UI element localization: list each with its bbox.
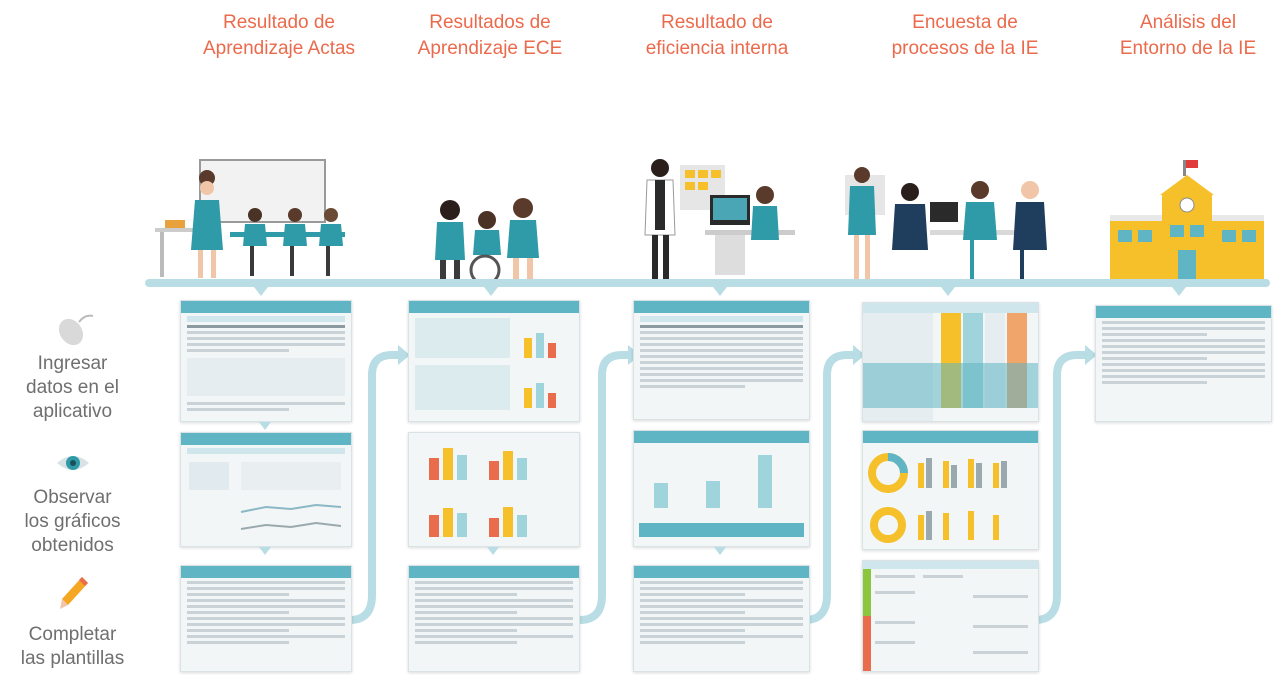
mouse-icon bbox=[58, 314, 94, 346]
school-illustration bbox=[1110, 160, 1264, 280]
encuesta-template-thumbnail bbox=[862, 560, 1039, 672]
pencil-icon bbox=[60, 577, 88, 609]
down-arrow-icon bbox=[487, 547, 499, 555]
encuesta-data-table-thumbnail bbox=[862, 302, 1039, 422]
eficiencia-chart-thumbnail bbox=[633, 430, 810, 547]
stage-title-encuesta: Encuesta de procesos de la IE bbox=[891, 12, 1039, 59]
down-arrow-icon bbox=[713, 287, 727, 296]
office-illustration bbox=[644, 159, 795, 280]
eficiencia-template-thumbnail bbox=[633, 565, 810, 672]
down-arrow-icon bbox=[941, 287, 955, 296]
down-arrow-icon bbox=[254, 287, 268, 296]
flow-connector bbox=[805, 345, 865, 624]
students-illustration bbox=[435, 198, 539, 285]
flow-connector bbox=[1035, 345, 1097, 624]
stage-title-ece: Resultados de Aprendizaje ECE bbox=[417, 12, 563, 59]
down-arrow-icon bbox=[259, 547, 271, 555]
encuesta-chart-thumbnail bbox=[862, 430, 1039, 550]
stage-title-entorno: Análisis del Entorno de la IE bbox=[1119, 12, 1257, 59]
flow-connector bbox=[580, 345, 640, 624]
down-arrow-icon bbox=[259, 422, 271, 430]
step-ingresar: Ingresar datos en el aplicativo bbox=[26, 353, 119, 422]
actas-chart-thumbnail bbox=[180, 432, 352, 547]
down-arrow-icon bbox=[714, 547, 726, 555]
step-observar: Observar los gráficos obtenidos bbox=[24, 487, 121, 556]
flow-connector bbox=[350, 345, 410, 624]
stage-title-eficiencia: Resultado de eficiencia interna bbox=[645, 12, 789, 59]
classroom-illustration bbox=[155, 159, 345, 278]
actas-data-table-thumbnail bbox=[180, 300, 352, 422]
ece-template-thumbnail bbox=[408, 565, 580, 672]
down-arrow-icon bbox=[484, 287, 498, 296]
timeline-bar bbox=[145, 279, 1270, 287]
ece-data-table-thumbnail bbox=[408, 300, 580, 422]
entorno-template-thumbnail bbox=[1095, 305, 1272, 422]
eye-icon bbox=[57, 456, 89, 470]
meeting-illustration bbox=[845, 167, 1047, 280]
ece-chart-thumbnail bbox=[408, 432, 580, 547]
actas-template-thumbnail bbox=[180, 565, 352, 672]
eficiencia-data-table-thumbnail bbox=[633, 300, 810, 420]
step-completar: Completar las plantillas bbox=[20, 624, 125, 669]
down-arrow-icon bbox=[1172, 287, 1186, 296]
stage-title-actas: Resultado de Aprendizaje Actas bbox=[202, 12, 356, 59]
